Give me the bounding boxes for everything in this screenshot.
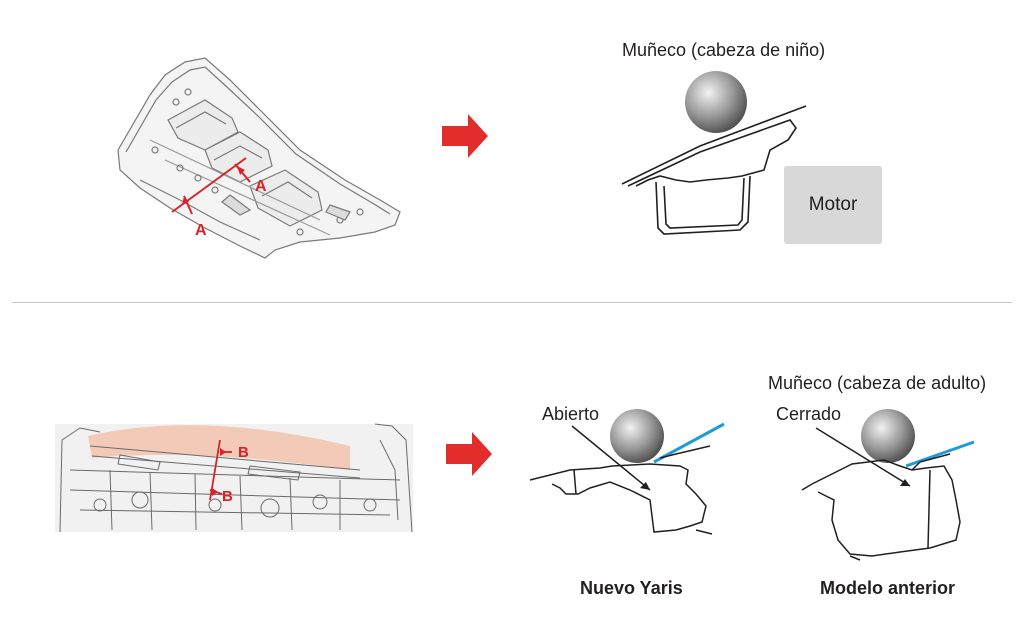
adult-head-sphere-new (610, 409, 664, 463)
adult-head-sphere-old (861, 409, 915, 463)
red-arrow-icon-bottom (446, 432, 492, 476)
adult-dummy-label: Muñeco (cabeza de adulto) (768, 373, 987, 393)
new-yaris-caption: Nuevo Yaris (580, 578, 683, 598)
engine-label: Motor (808, 194, 858, 215)
closed-label: Cerrado (776, 404, 842, 424)
section-marker-a-upper: A (255, 178, 267, 195)
child-head-sphere (685, 71, 747, 133)
open-label: Abierto (542, 404, 600, 424)
section-divider (12, 302, 1012, 303)
child-dummy-label: Muñeco (cabeza de niño) (622, 40, 826, 60)
section-marker-a-lower: A (195, 222, 207, 239)
red-arrow-icon-top (442, 114, 488, 158)
section-marker-b-lower: B (222, 488, 233, 505)
section-marker-b-upper: B (238, 444, 249, 461)
old-model-caption: Modelo anterior (820, 578, 956, 598)
engine-box: Motor (784, 166, 882, 244)
